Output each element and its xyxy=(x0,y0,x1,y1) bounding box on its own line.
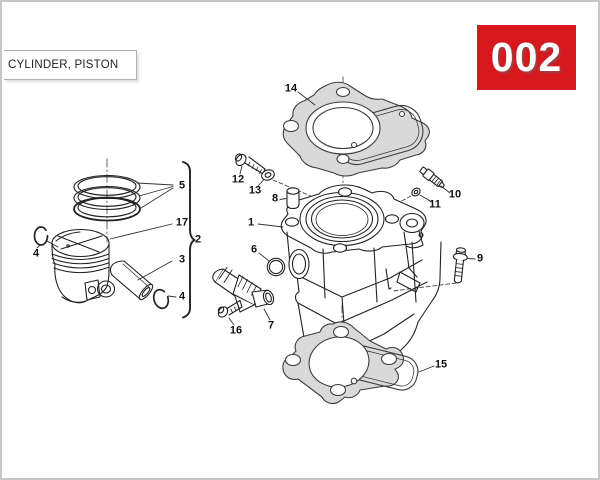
callout-12: 12 xyxy=(231,173,245,186)
callout-4-left: 4 xyxy=(32,247,40,260)
sensor-drawing xyxy=(419,166,445,189)
callout-16: 16 xyxy=(229,324,243,337)
callout-9: 9 xyxy=(476,252,484,265)
callout-7: 7 xyxy=(267,319,275,332)
diagram-title: CYLINDER, PISTON xyxy=(8,59,119,71)
callout-14: 14 xyxy=(284,82,298,95)
callout-5: 5 xyxy=(178,179,186,192)
callout-3: 3 xyxy=(178,253,186,266)
callout-13: 13 xyxy=(248,184,262,197)
piston-pin-drawing xyxy=(109,260,154,301)
washer-13-drawing xyxy=(261,169,275,181)
callout-4-right: 4 xyxy=(178,290,186,303)
o-ring-drawing xyxy=(266,257,286,277)
flange-bolt-16-drawing xyxy=(217,299,243,318)
flange-bolt-9-drawing xyxy=(452,247,468,284)
callout-1: 1 xyxy=(247,216,255,229)
page-number-badge: 002 xyxy=(477,25,576,90)
callout-11: 11 xyxy=(429,198,441,211)
circlip-pointer-line xyxy=(46,240,59,248)
piston-drawing xyxy=(51,228,116,304)
callout-6: 6 xyxy=(250,243,258,256)
callout-8: 8 xyxy=(271,192,279,205)
dowel-pin-drawing xyxy=(286,187,300,210)
page-number: 002 xyxy=(490,34,563,80)
piston-rings-drawing xyxy=(73,174,141,222)
diagram-title-box: CYLINDER, PISTON xyxy=(4,50,137,80)
leader-lines xyxy=(36,91,476,373)
callout-15: 15 xyxy=(434,358,448,371)
callout-2: 2 xyxy=(194,233,202,246)
circlip-left-drawing xyxy=(33,226,49,246)
base-gasket-drawing xyxy=(282,321,419,405)
assembly-brace xyxy=(182,161,196,319)
flange-bolt-12-drawing xyxy=(234,153,266,175)
cylinder-block-drawing xyxy=(280,184,442,398)
circlip-right-drawing xyxy=(152,288,170,310)
callout-17: 17 xyxy=(175,216,189,229)
callout-10: 10 xyxy=(448,188,462,201)
head-gasket-drawing xyxy=(282,81,430,177)
sensor-washer-drawing xyxy=(411,187,421,197)
water-fitting-drawing xyxy=(212,267,275,313)
